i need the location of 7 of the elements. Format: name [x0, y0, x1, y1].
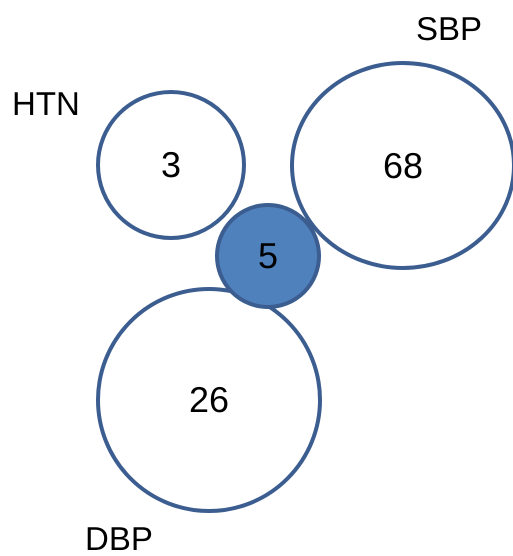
count-value: 26: [188, 379, 230, 421]
count-value: 68: [382, 144, 424, 186]
set-label: HTN: [12, 85, 80, 123]
set-label: SBP: [416, 10, 482, 48]
count-value: 5: [258, 235, 278, 277]
count-value: 3: [160, 144, 182, 186]
set-label: DBP: [85, 520, 153, 556]
